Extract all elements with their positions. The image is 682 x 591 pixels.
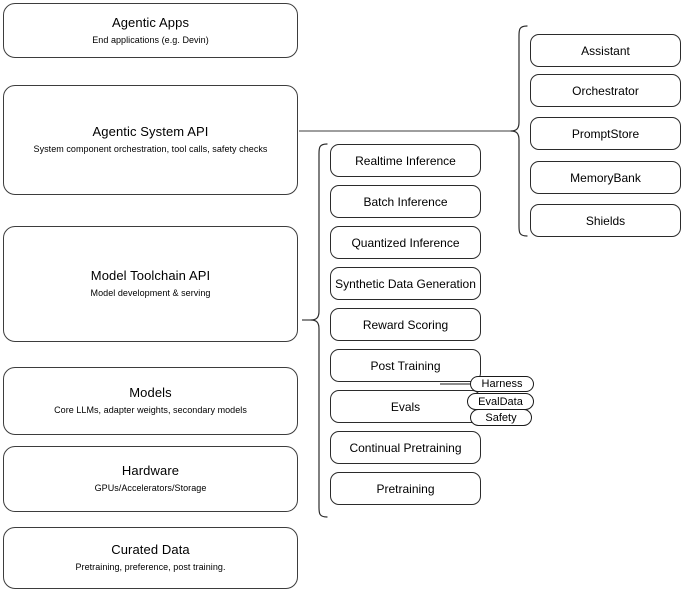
component-box-reward-scoring[interactable]: Reward Scoring	[330, 308, 481, 341]
component-label: Pretraining	[376, 481, 435, 496]
component-box-pretraining[interactable]: Pretraining	[330, 472, 481, 505]
component-box-evals[interactable]: Evals	[330, 390, 481, 423]
layer-box-model-toolchain-api[interactable]: Model Toolchain API Model development & …	[3, 226, 298, 342]
layer-title: Agentic Apps	[111, 14, 190, 30]
layer-title: Models	[129, 385, 172, 400]
component-box-synthetic-data-generation[interactable]: Synthetic Data Generation	[330, 267, 481, 300]
component-label: Realtime Inference	[355, 153, 456, 168]
component-label: MemoryBank	[570, 170, 641, 185]
layer-subtitle: End applications (e.g. Devin)	[92, 34, 209, 45]
layer-subtitle: Core LLMs, adapter weights, secondary mo…	[54, 405, 247, 415]
layer-title: Model Toolchain API	[90, 268, 211, 283]
component-label: Orchestrator	[572, 83, 639, 98]
component-label: Evals	[390, 399, 421, 414]
badge-harness[interactable]: Harness	[470, 376, 534, 392]
layer-title: Agentic System API	[92, 124, 209, 139]
component-box-realtime-inference[interactable]: Realtime Inference	[330, 144, 481, 177]
layer-box-agentic-apps[interactable]: Agentic Apps End applications (e.g. Devi…	[3, 3, 298, 58]
layer-subtitle: GPUs/Accelerators/Storage	[94, 483, 207, 493]
layer-box-curated-data[interactable]: Curated Data Pretraining, preference, po…	[3, 527, 298, 589]
layer-box-hardware[interactable]: Hardware GPUs/Accelerators/Storage	[3, 446, 298, 512]
component-label: Reward Scoring	[362, 317, 449, 332]
badge-evaldata[interactable]: EvalData	[467, 393, 534, 410]
component-label: Continual Pretraining	[349, 440, 462, 455]
layer-box-agentic-system-api[interactable]: Agentic System API System component orch…	[3, 85, 298, 195]
component-label: Assistant	[581, 43, 630, 58]
component-box-memorybank[interactable]: MemoryBank	[530, 161, 681, 194]
component-box-post-training[interactable]: Post Training	[330, 349, 481, 382]
layer-subtitle: System component orchestration, tool cal…	[33, 144, 268, 154]
badge-safety[interactable]: Safety	[470, 409, 532, 426]
layer-subtitle: Pretraining, preference, post training.	[75, 562, 226, 572]
component-box-orchestrator[interactable]: Orchestrator	[530, 74, 681, 107]
badge-label: Safety	[485, 411, 517, 424]
layer-subtitle: Model development & serving	[90, 288, 211, 298]
component-label: Shields	[585, 213, 626, 228]
component-box-shields[interactable]: Shields	[530, 204, 681, 237]
component-box-quantized-inference[interactable]: Quantized Inference	[330, 226, 481, 259]
layer-title: Hardware	[121, 463, 180, 478]
component-box-batch-inference[interactable]: Batch Inference	[330, 185, 481, 218]
layer-box-models[interactable]: Models Core LLMs, adapter weights, secon…	[3, 367, 298, 435]
layer-title: Curated Data	[111, 542, 190, 557]
component-label: Quantized Inference	[351, 235, 460, 250]
badge-label: Harness	[481, 378, 523, 390]
component-label: PromptStore	[571, 126, 640, 141]
badge-label: EvalData	[478, 395, 523, 408]
component-box-continual-pretraining[interactable]: Continual Pretraining	[330, 431, 481, 464]
component-box-assistant[interactable]: Assistant	[530, 34, 681, 67]
component-box-promptstore[interactable]: PromptStore	[530, 117, 681, 150]
component-label: Post Training	[370, 358, 441, 373]
component-label: Synthetic Data Generation	[335, 276, 476, 291]
component-label: Batch Inference	[363, 194, 448, 209]
